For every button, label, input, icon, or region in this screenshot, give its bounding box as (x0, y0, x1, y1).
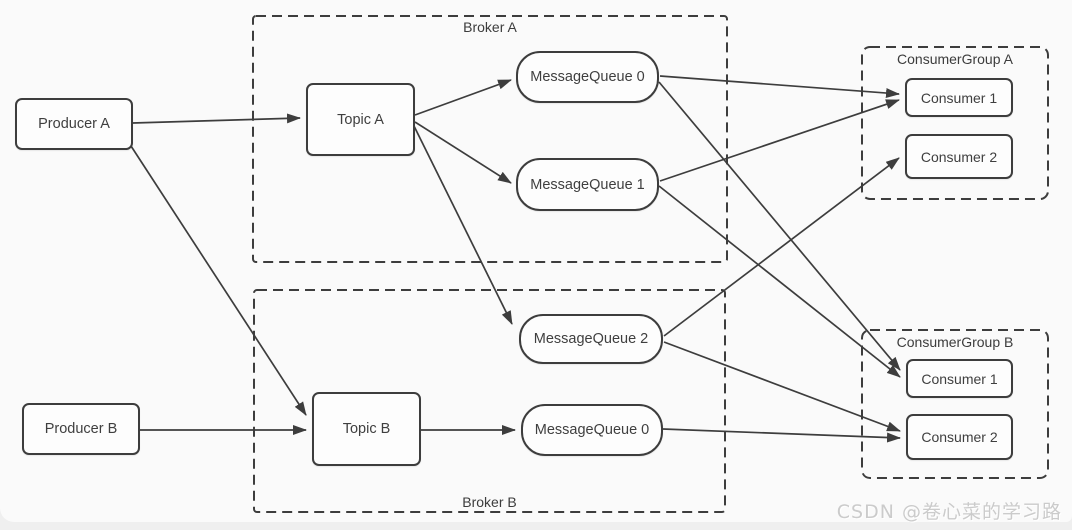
messagequeue-0-broker-a-node: MessageQueue 0 (516, 51, 659, 103)
producer-a-node: Producer A (15, 98, 133, 150)
topic-a-node: Topic A (306, 83, 415, 156)
consumer-1-group-b-node: Consumer 1 (906, 359, 1013, 398)
consumer-2-group-a-node: Consumer 2 (905, 134, 1013, 179)
consumer-1-group-a-node: Consumer 1 (905, 78, 1013, 117)
csdn-watermark: CSDN @卷心菜的学习路 (836, 501, 1062, 523)
producer-b-node: Producer B (22, 403, 140, 455)
topic-b-node: Topic B (312, 392, 421, 466)
consumer-2-group-b-node: Consumer 2 (906, 414, 1013, 460)
messagequeue-0-broker-b-node: MessageQueue 0 (521, 404, 663, 456)
messagequeue-1-broker-a-node: MessageQueue 1 (516, 158, 659, 211)
messagequeue-2-broker-b-node: MessageQueue 2 (519, 314, 663, 364)
